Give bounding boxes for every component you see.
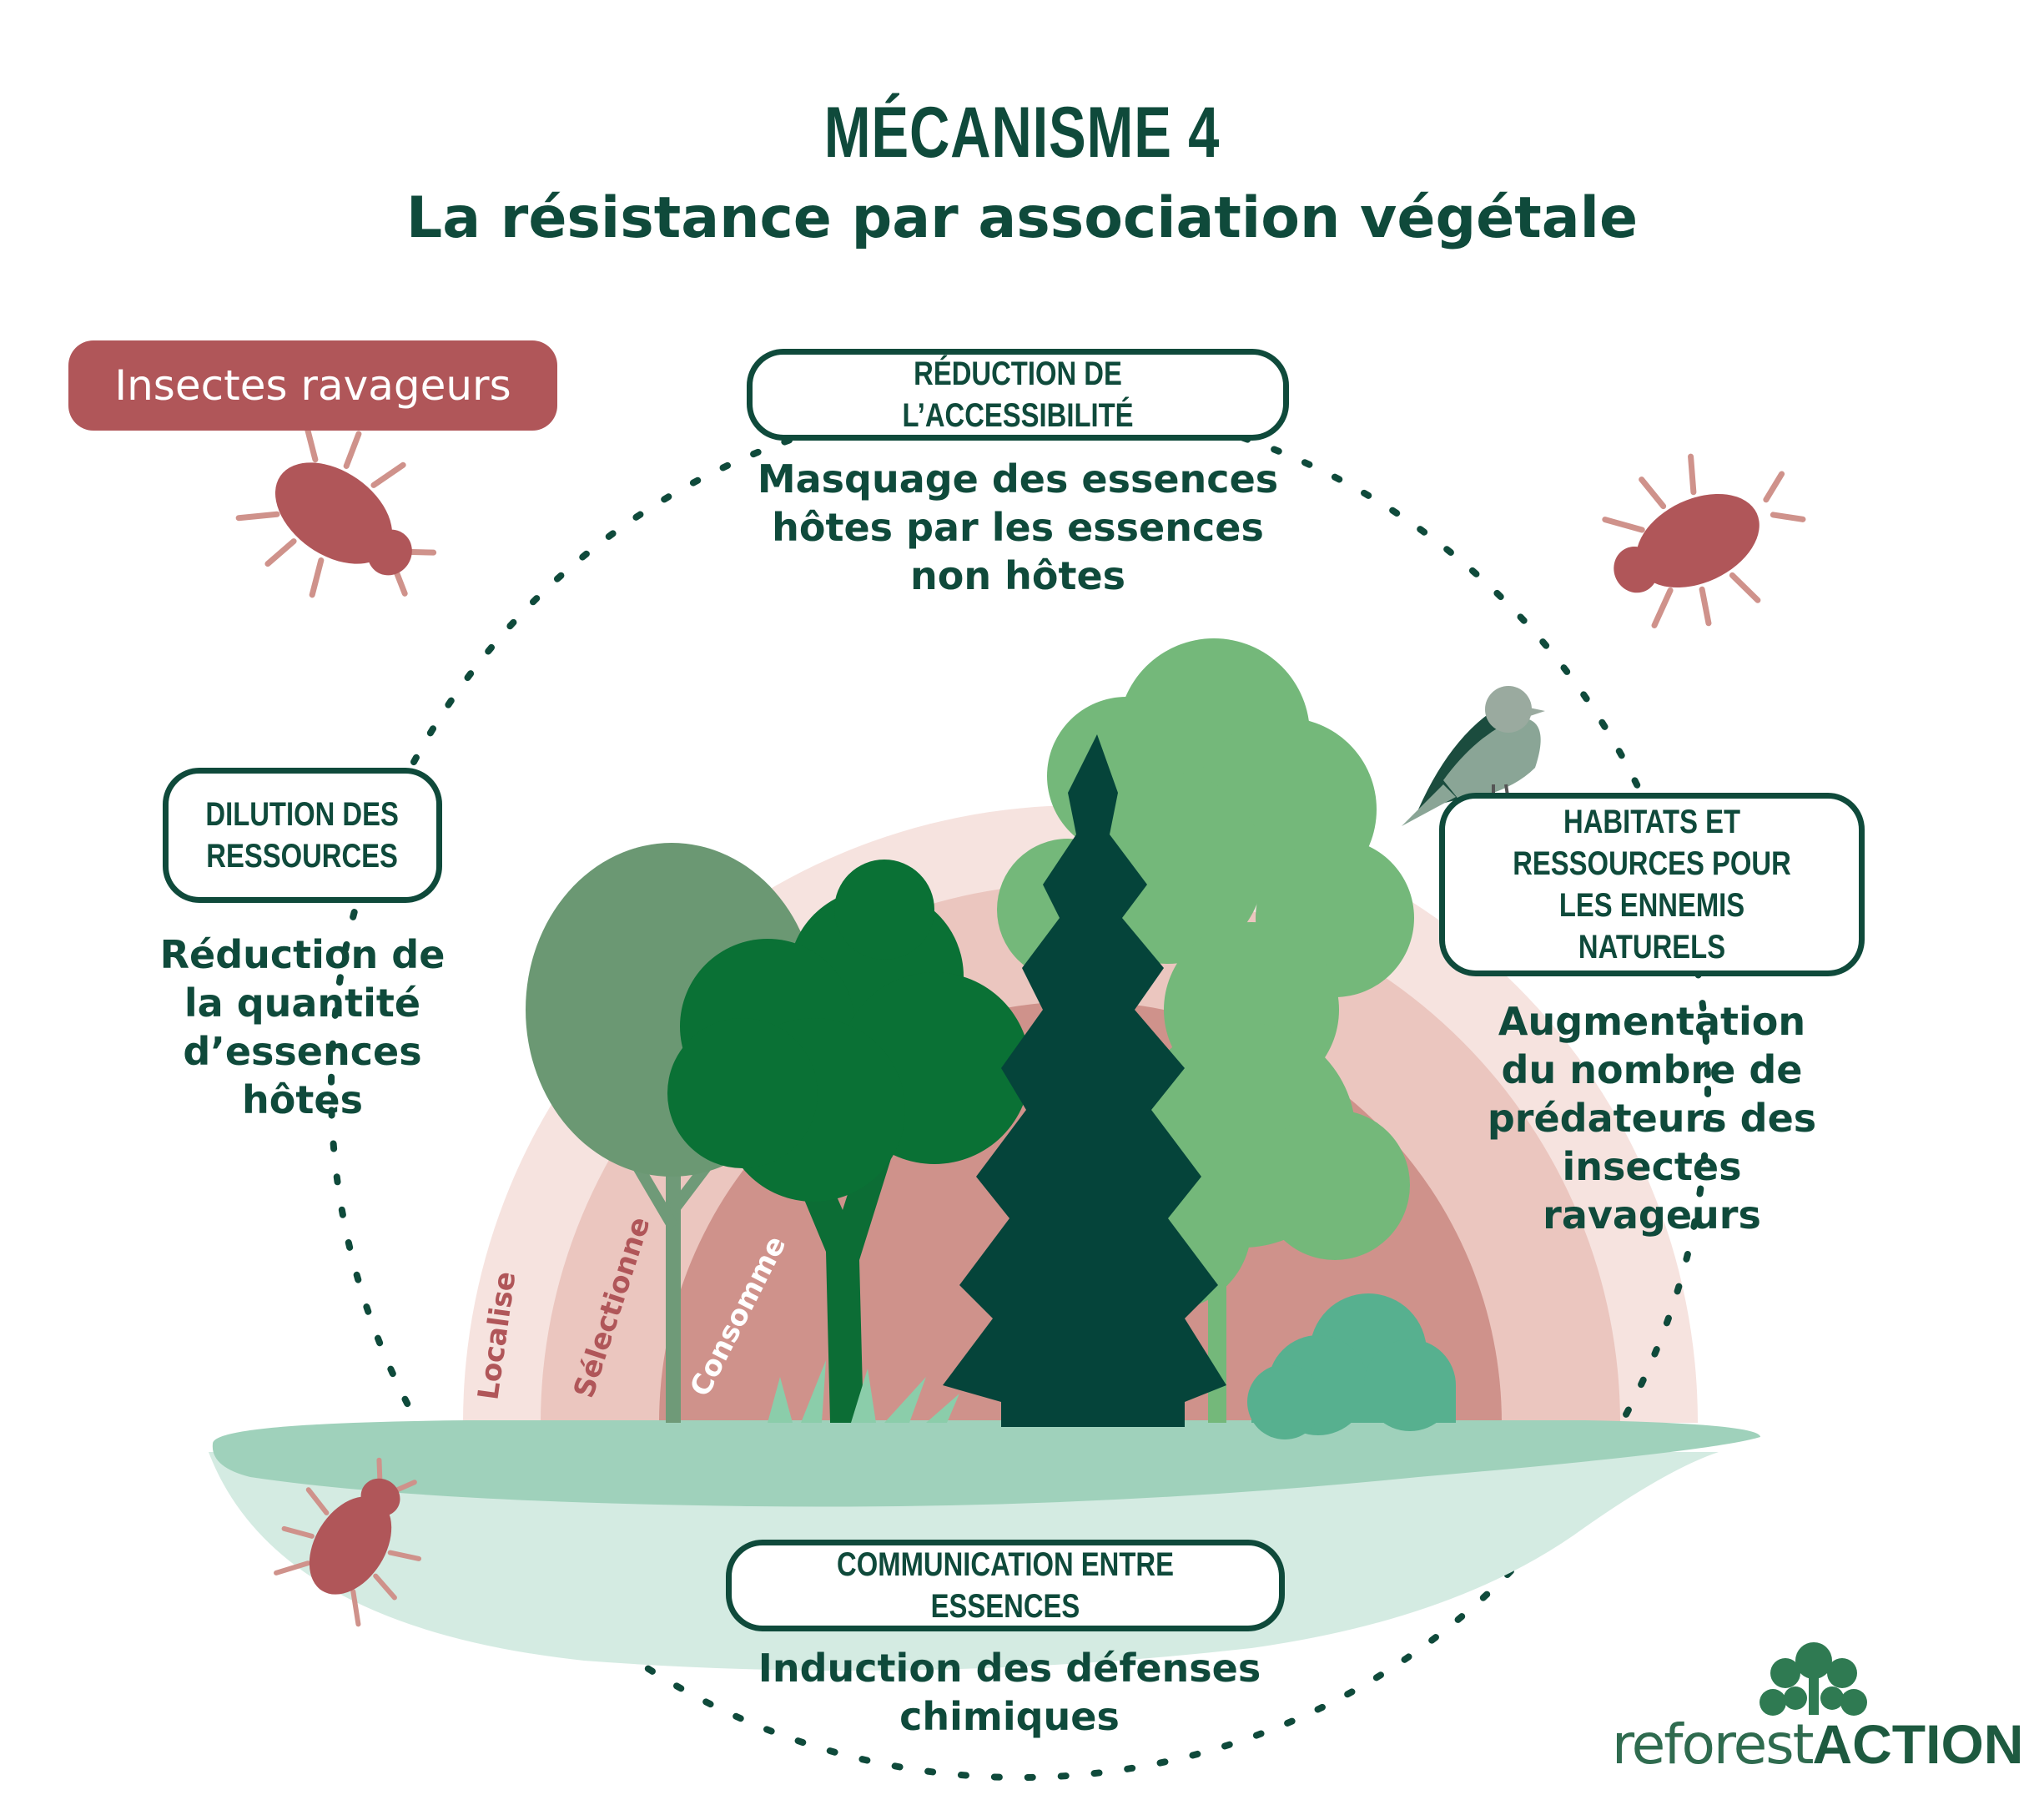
mechanism-accessibility-title: RÉDUCTION DE L’ACCESSIBILITÉ bbox=[902, 355, 1134, 434]
page-subtitle: La résistance par association végétale bbox=[405, 185, 1639, 251]
grass-icon bbox=[768, 1360, 959, 1423]
mechanism-dilution-description: Réduction de la quantité d’essences hôte… bbox=[159, 932, 446, 1122]
beetle-icon bbox=[1602, 453, 1806, 628]
mechanism-habitats-title: HABITATS ET RESSOURCES POUR LES ENNEMIS … bbox=[1513, 804, 1791, 965]
beetle-icon bbox=[235, 419, 437, 598]
mechanism-communication-title: COMMUNICATION ENTRE ESSENCES bbox=[837, 1546, 1174, 1625]
insectes-ravageurs-tag: Insectes ravageurs bbox=[68, 340, 557, 431]
mechanism-dilution-box: DILUTION DES RESSOURCES bbox=[163, 768, 442, 903]
logo-tree-icon bbox=[1760, 1642, 1867, 1716]
mechanism-accessibility-box: RÉDUCTION DE L’ACCESSIBILITÉ bbox=[747, 349, 1289, 441]
conifer-icon bbox=[943, 734, 1226, 1427]
logo-part-action: ACTION bbox=[1812, 1713, 2024, 1775]
mechanism-dilution-title: DILUTION DES RESSOURCES bbox=[205, 796, 400, 875]
bird-icon bbox=[1402, 686, 1545, 826]
mechanism-communication-box: COMMUNICATION ENTRE ESSENCES bbox=[726, 1540, 1285, 1631]
tree-icon bbox=[997, 638, 1414, 1423]
mechanism-habitats-box: HABITATS ET RESSOURCES POUR LES ENNEMIS … bbox=[1439, 793, 1865, 976]
bush-icon bbox=[1247, 1293, 1456, 1439]
logo-wordmark: reforestACTION bbox=[1612, 1712, 2023, 1777]
page-title: MÉCANISME 4 bbox=[823, 93, 1221, 173]
logo-part-reforest: reforest bbox=[1612, 1712, 1814, 1777]
mechanism-communication-description: Induction des défenses chimiques bbox=[758, 1646, 1261, 1739]
mechanism-accessibility-description: Masquage des essences hôtes par les esse… bbox=[757, 456, 1279, 598]
tree-icon bbox=[667, 860, 1030, 1423]
mechanism-habitats-description: Augmentation du nombre de prédateurs des… bbox=[1487, 999, 1817, 1238]
beetle-icon bbox=[274, 1457, 422, 1627]
